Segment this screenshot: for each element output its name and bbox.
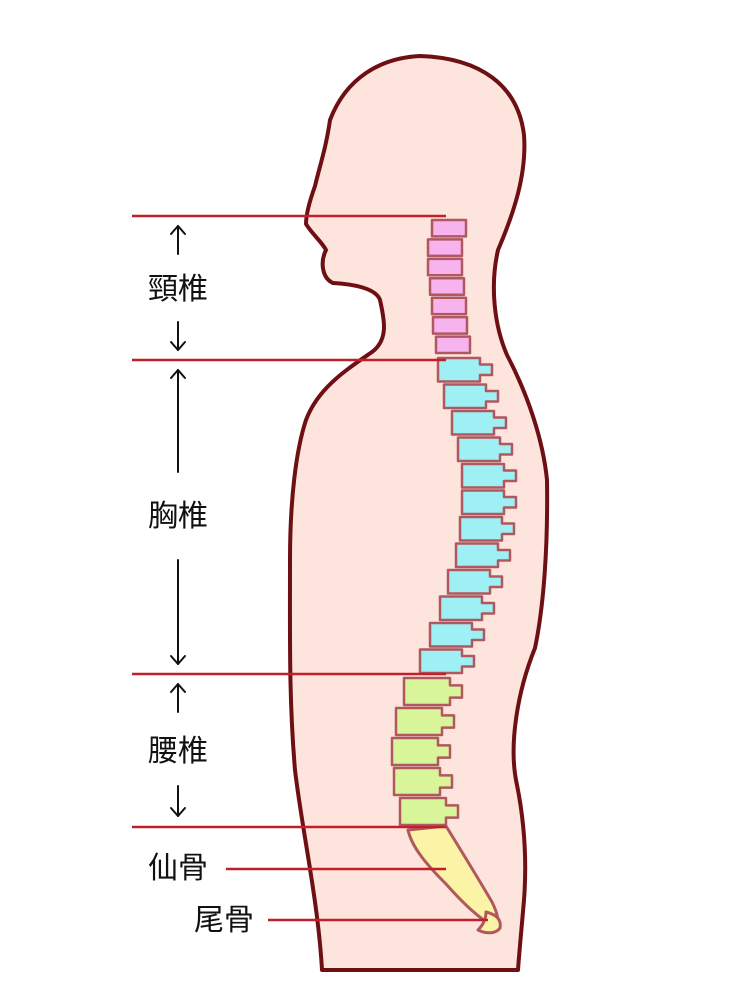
thoracic-vertebra — [456, 436, 514, 463]
thoracic-vertebra — [436, 356, 494, 383]
cervical-vertebra — [434, 335, 472, 355]
arrow-up-icon — [170, 369, 186, 473]
sacrum-label: 仙骨 — [148, 851, 208, 886]
thoracic-vertebra — [458, 515, 516, 542]
arrow-down-icon — [170, 785, 186, 817]
thoracic-vertebra — [428, 621, 486, 648]
cervical-vertebra — [428, 277, 466, 296]
lumbar-vertebra — [390, 736, 452, 767]
arrow-down-icon — [170, 321, 186, 351]
thoracic-vertebra — [442, 383, 500, 410]
thoracic-vertebra — [446, 568, 504, 595]
thoracic-label: 胸椎 — [148, 499, 208, 534]
spine — [390, 218, 518, 827]
lumbar-vertebra — [398, 796, 460, 827]
thoracic-vertebra — [460, 462, 518, 489]
cervical-vertebra — [426, 257, 464, 277]
coccyx-bone — [476, 910, 502, 935]
cervical-vertebra — [426, 238, 464, 258]
lumbar-vertebra — [402, 676, 464, 707]
arrow-down-icon — [170, 559, 186, 665]
thoracic-vertebra — [454, 542, 512, 569]
lumbar-vertebra — [394, 706, 456, 737]
coccyx-label: 尾骨 — [194, 903, 254, 938]
body-silhouette — [287, 54, 550, 972]
thoracic-vertebra — [450, 409, 508, 436]
thoracic-vertebra — [438, 595, 496, 622]
lumbar-label: 腰椎 — [148, 734, 208, 769]
thoracic-vertebra — [460, 489, 518, 516]
cervical-vertebra — [430, 296, 468, 316]
arrow-up-icon — [170, 683, 186, 713]
cervical-vertebra — [431, 315, 469, 335]
cervical-vertebra — [430, 218, 468, 238]
arrow-up-icon — [170, 225, 186, 255]
cervical-label: 頸椎 — [148, 272, 208, 307]
lumbar-vertebra — [392, 766, 454, 797]
